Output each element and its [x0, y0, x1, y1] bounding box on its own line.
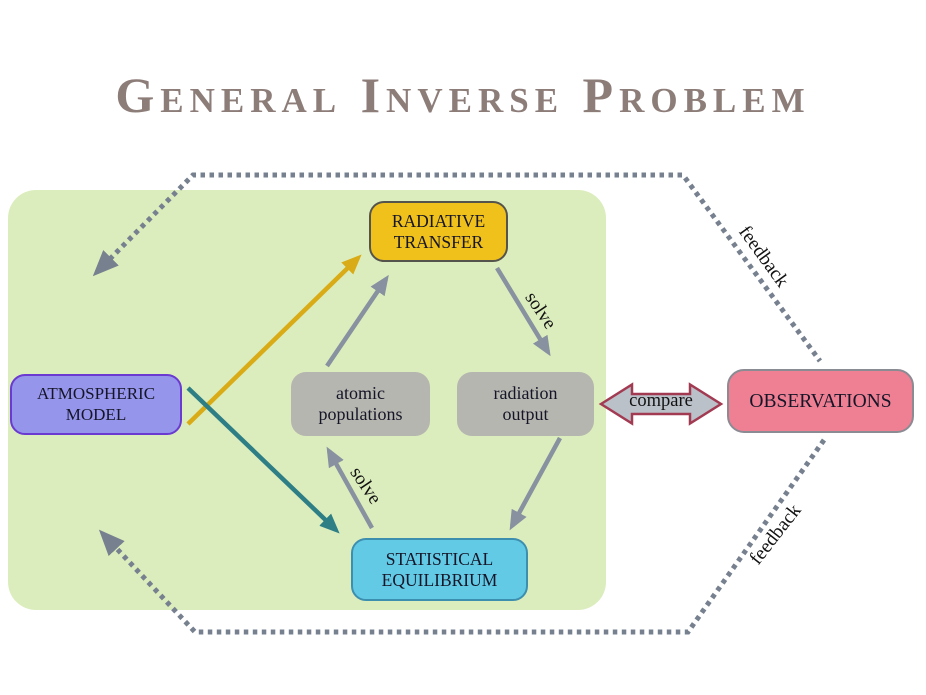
box-atmospheric-model: ATMOSPHERIC MODEL [10, 374, 182, 435]
arrow-radiative-transfer-to-output [495, 266, 551, 357]
box-atmospheric-model-text: ATMOSPHERIC MODEL [36, 384, 156, 424]
page-title: General Inverse Problem [115, 67, 811, 123]
box-radiation-output-text: radiation output [493, 382, 558, 424]
box-radiative-transfer: RADIATIVE TRANSFER [369, 201, 508, 262]
box-statistical-equilibrium-text: STATISTICAL EQUILIBRIUM [381, 548, 498, 590]
feedback-dotted-line-bottom [98, 438, 827, 635]
box-observations-text: OBSERVATIONS [749, 390, 892, 412]
box-statistical-equilibrium: STATISTICAL EQUILIBRIUM [351, 538, 528, 601]
box-observations: OBSERVATIONS [727, 369, 914, 433]
box-atomic-populations: atomic populations [291, 372, 430, 436]
arrow-model-to-radiative-transfer [186, 254, 362, 426]
arrow-output-to-statistical-equilibrium [509, 436, 562, 531]
arrow-statistical-equilibrium-to-populations [326, 446, 374, 530]
box-radiative-transfer-text: RADIATIVE TRANSFER [391, 210, 486, 252]
arrow-model-to-statistical-equilibrium [186, 386, 340, 534]
compare-label: compare [629, 391, 693, 411]
box-radiation-output: radiation output [457, 372, 594, 436]
feedback-dotted-line-top [92, 172, 823, 363]
arrow-populations-to-radiative-transfer [325, 274, 389, 368]
compare-double-arrow [598, 382, 724, 426]
box-atomic-populations-text: atomic populations [318, 382, 403, 424]
